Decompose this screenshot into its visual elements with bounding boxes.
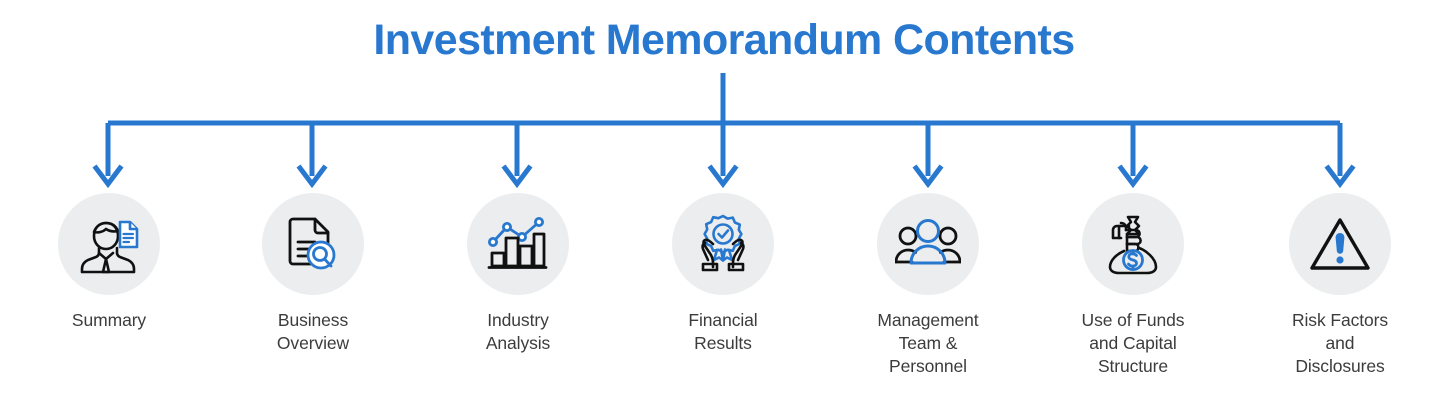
icon-circle [877, 193, 979, 295]
page-title: Investment Memorandum Contents [373, 16, 1075, 64]
arrowhead-7 [1324, 164, 1356, 189]
icon-circle [1082, 193, 1184, 295]
icon-circle [467, 193, 569, 295]
warning-triangle-icon [1310, 218, 1370, 270]
node-label: Use of Funds and Capital Structure [1081, 310, 1185, 376]
document-magnifier-icon [288, 217, 336, 270]
node-management-team[interactable]: Management Team & Personnel [825, 193, 1031, 378]
arrowhead-1 [92, 164, 124, 189]
node-label: Risk Factors and Disclosures [1291, 310, 1389, 376]
hands-award-ribbon-icon [701, 214, 745, 272]
node-risk-factors[interactable]: Risk Factors and Disclosures [1237, 193, 1443, 378]
hand-money-bag-icon [1108, 215, 1158, 275]
node-summary[interactable]: Summary [6, 193, 212, 332]
node-financial-results[interactable]: Financial Results [620, 193, 826, 355]
arrowhead-2 [296, 164, 328, 189]
bar-chart-trend-icon [487, 217, 548, 269]
arrowhead-4 [707, 164, 739, 189]
node-label: Summary [71, 310, 147, 330]
node-industry-analysis[interactable]: Industry Analysis [415, 193, 621, 355]
node-label: Financial Results [688, 310, 758, 353]
icon-circle [672, 193, 774, 295]
node-label: Management Team & Personnel [877, 310, 979, 376]
arrowhead-6 [1117, 164, 1149, 189]
icon-circle [1289, 193, 1391, 295]
people-group-icon [895, 219, 961, 265]
node-business-overview[interactable]: Business Overview [210, 193, 416, 355]
arrowhead-3 [501, 164, 533, 189]
node-label: Business Overview [276, 310, 350, 353]
node-label: Industry Analysis [485, 310, 551, 353]
icon-circle [58, 193, 160, 295]
arrowhead-5 [912, 164, 944, 189]
node-use-of-funds[interactable]: Use of Funds and Capital Structure [1030, 193, 1236, 378]
icon-circle [262, 193, 364, 295]
businessperson-document-icon [80, 220, 139, 274]
